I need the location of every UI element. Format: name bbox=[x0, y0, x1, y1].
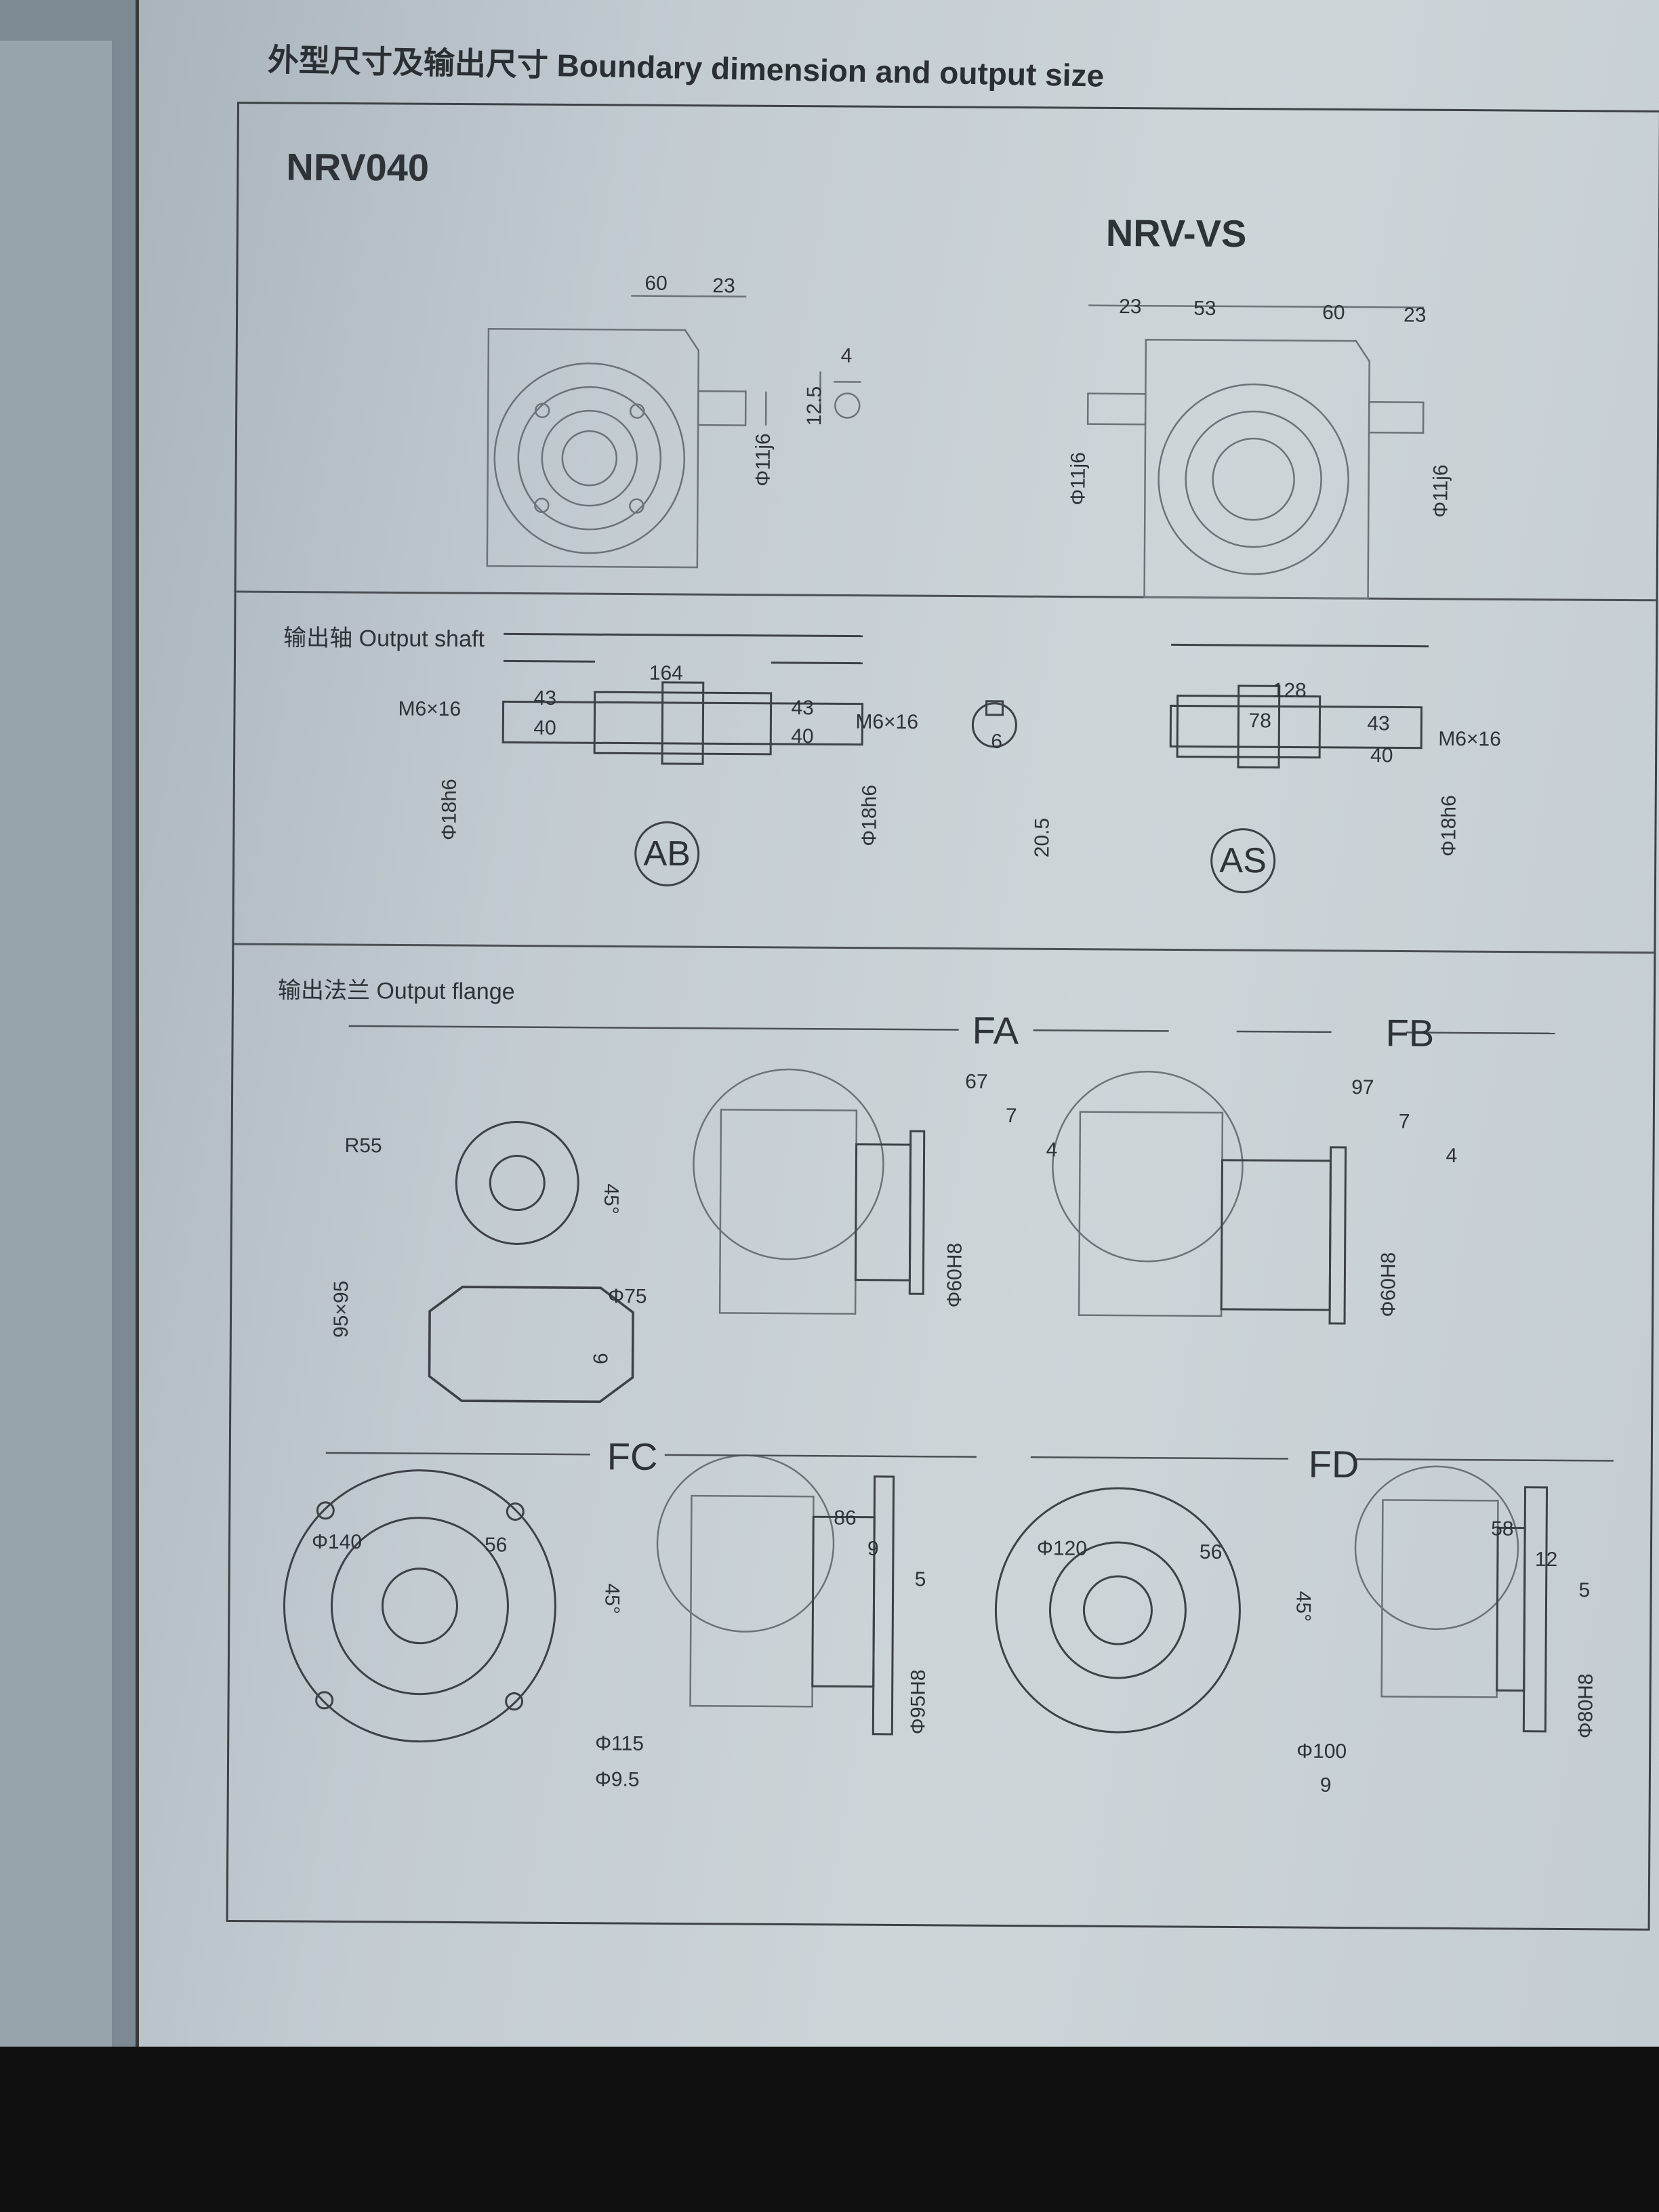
section-divider-1 bbox=[236, 590, 1656, 602]
dim-key-20-5: 20.5 bbox=[1031, 817, 1054, 858]
dim-fc-spigot: Φ95H8 bbox=[907, 1669, 930, 1735]
flange-fd-side bbox=[1354, 1465, 1549, 1733]
dim-fc-angle: 45° bbox=[600, 1583, 623, 1614]
dim-ab-43-right: 43 bbox=[791, 697, 815, 720]
flange-fd-label: FD bbox=[1308, 1442, 1359, 1486]
dim-fa-67: 67 bbox=[965, 1070, 988, 1093]
flange-fa-side bbox=[693, 1068, 926, 1315]
shaft-ab-label: AB bbox=[634, 821, 700, 887]
model-name: NRV040 bbox=[286, 145, 430, 189]
dim-as-thread: M6×16 bbox=[1438, 727, 1501, 751]
dim-as-128: 128 bbox=[1272, 679, 1307, 702]
dim-nrv-23: 23 bbox=[712, 274, 735, 298]
dim-nrv-60: 60 bbox=[644, 272, 668, 295]
flange-fb-side bbox=[1052, 1070, 1347, 1325]
dim-vs-shaft-left: Φ11j6 bbox=[1067, 452, 1090, 506]
dim-fc-56: 56 bbox=[484, 1534, 508, 1557]
dim-ab-dia-right: Φ18h6 bbox=[858, 784, 881, 846]
left-page-edge bbox=[0, 41, 112, 2047]
shaft-ab-drawing bbox=[501, 632, 864, 765]
output-flange-title: 输出法兰 Output flange bbox=[277, 977, 515, 1005]
dim-fa-4: 4 bbox=[1046, 1139, 1058, 1162]
dim-key-4: 4 bbox=[840, 344, 853, 367]
dim-fd-spigot: Φ80H8 bbox=[1574, 1673, 1597, 1739]
dim-fd-58: 58 bbox=[1491, 1517, 1514, 1540]
dim-fc-pcd: Φ115 bbox=[595, 1732, 644, 1755]
dim-fc-5: 5 bbox=[914, 1568, 926, 1591]
drawing-frame: NRV040 NRV-VS 60 23 Φ11j6 4 12.5 23 53 6… bbox=[226, 102, 1659, 1931]
nrv-vs-gearbox-drawing bbox=[1086, 304, 1425, 600]
dim-as-40: 40 bbox=[1370, 744, 1393, 767]
flange-fd-front bbox=[994, 1487, 1241, 1734]
flange-fa-front bbox=[428, 1121, 634, 1404]
dim-fa-r55: R55 bbox=[344, 1134, 382, 1158]
shaft-as-label: AS bbox=[1210, 827, 1276, 894]
variant-name: NRV-VS bbox=[1105, 211, 1247, 255]
flange-fc-label: FC bbox=[607, 1435, 658, 1478]
nrv040-gearbox-drawing bbox=[486, 295, 767, 569]
flange-fc-front bbox=[283, 1469, 556, 1743]
dim-ab-thread-left: M6×16 bbox=[398, 697, 462, 721]
dim-fa-pcd: Φ75 bbox=[608, 1285, 647, 1308]
shaft-key-section bbox=[971, 700, 1017, 748]
dim-as-dia: Φ18h6 bbox=[1437, 795, 1460, 857]
dim-fd-angle: 45° bbox=[1292, 1591, 1315, 1622]
section-rules bbox=[325, 1025, 1614, 1462]
dim-fd-od: Φ120 bbox=[1036, 1537, 1088, 1560]
dim-vs-shaft-right: Φ11j6 bbox=[1429, 464, 1452, 518]
dim-fc-86: 86 bbox=[834, 1507, 857, 1530]
output-shaft-title: 输出轴 Output shaft bbox=[283, 625, 485, 653]
dim-nrv-shaft: Φ11j6 bbox=[752, 433, 775, 487]
dim-ab-40-left: 40 bbox=[533, 716, 556, 739]
dim-fc-9: 9 bbox=[867, 1537, 879, 1560]
dim-ab-thread-right: M6×16 bbox=[855, 710, 919, 734]
dim-ab-164: 164 bbox=[649, 661, 684, 685]
dim-fa-spigot: Φ60H8 bbox=[943, 1242, 966, 1308]
dim-fa-7: 7 bbox=[1005, 1104, 1017, 1128]
flange-fc-side bbox=[656, 1454, 895, 1736]
dim-key-6: 6 bbox=[991, 730, 1003, 753]
dim-fb-4: 4 bbox=[1446, 1144, 1458, 1168]
dim-fc-hole: Φ9.5 bbox=[594, 1768, 640, 1791]
dim-vs-23a: 23 bbox=[1119, 295, 1142, 319]
dim-fb-7: 7 bbox=[1398, 1110, 1410, 1133]
dim-fb-97: 97 bbox=[1351, 1076, 1374, 1099]
dim-ab-43-left: 43 bbox=[533, 687, 557, 710]
dim-fa-square: 95×95 bbox=[329, 1280, 353, 1338]
section-divider-2 bbox=[234, 943, 1654, 954]
dim-fa-angle: 45° bbox=[599, 1183, 623, 1214]
dim-fb-spigot: Φ60H8 bbox=[1377, 1252, 1400, 1317]
dim-vs-53: 53 bbox=[1193, 297, 1216, 320]
dim-fd-pcd: Φ100 bbox=[1296, 1740, 1347, 1763]
technical-drawing bbox=[234, 295, 1656, 1743]
dim-as-78: 78 bbox=[1248, 710, 1271, 733]
dim-fd-56: 56 bbox=[1199, 1540, 1223, 1563]
dim-ab-dia-left: Φ18h6 bbox=[438, 779, 461, 841]
dim-fc-od: Φ140 bbox=[311, 1530, 363, 1554]
dim-vs-60: 60 bbox=[1322, 301, 1345, 324]
dim-vs-23b: 23 bbox=[1404, 304, 1427, 327]
flange-fa-label: FA bbox=[972, 1008, 1019, 1052]
shaft-as-drawing bbox=[1169, 643, 1429, 769]
nrv040-key-detail bbox=[819, 371, 861, 419]
dim-fa-hole: 9 bbox=[588, 1353, 611, 1365]
dim-fd-5: 5 bbox=[1578, 1579, 1591, 1602]
dim-as-43: 43 bbox=[1367, 712, 1390, 735]
dim-ab-40-right: 40 bbox=[791, 725, 814, 748]
flange-fb-label: FB bbox=[1385, 1011, 1435, 1054]
dim-key-12-5: 12.5 bbox=[803, 386, 826, 426]
dim-fd-12: 12 bbox=[1534, 1548, 1558, 1571]
dark-table-surface bbox=[0, 2047, 1659, 2212]
dim-fd-hole: 9 bbox=[1319, 1774, 1332, 1797]
